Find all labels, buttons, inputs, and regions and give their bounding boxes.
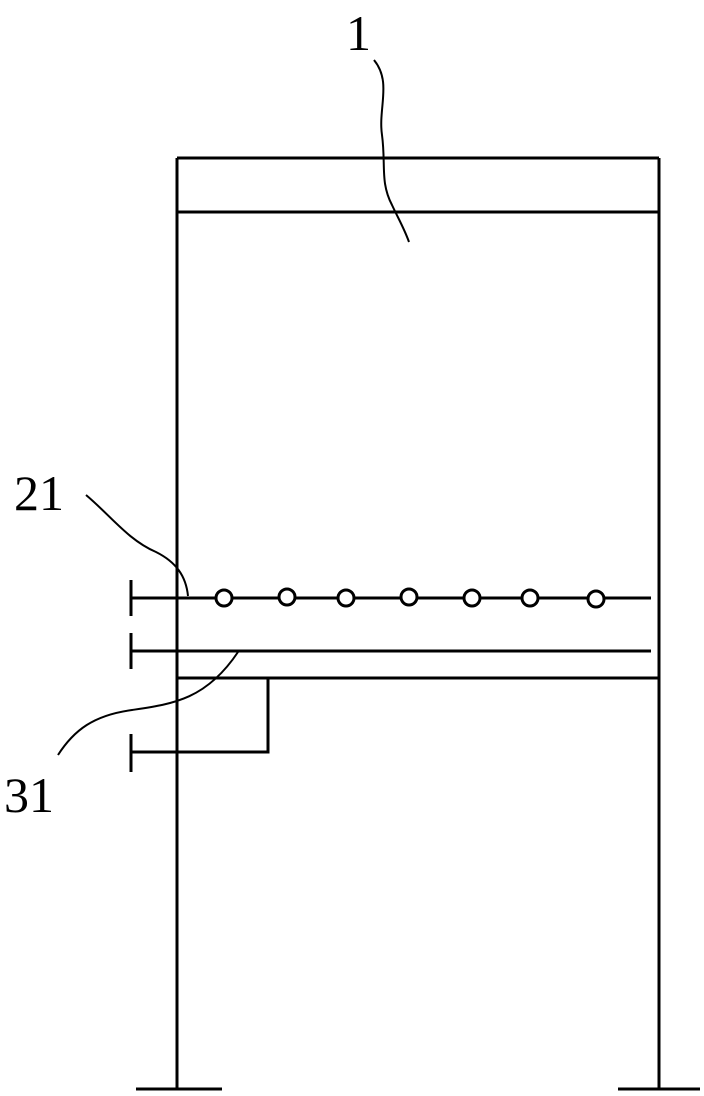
- nozzle: [462, 588, 482, 608]
- nozzle: [214, 588, 234, 608]
- label-31: 31: [4, 767, 54, 823]
- outlet-pipe-line: [131, 678, 270, 754]
- nozzle: [277, 587, 297, 607]
- leader-line-1: [373, 59, 410, 243]
- label-1: 1: [346, 5, 371, 61]
- nozzle: [520, 588, 540, 608]
- nozzle: [586, 589, 606, 609]
- outlet-pipe: [129, 678, 270, 772]
- leader-line-31: [57, 651, 239, 756]
- lower-pipe: [129, 633, 651, 669]
- upper-pipe: [129, 580, 651, 616]
- nozzle: [399, 587, 419, 607]
- leader-line-21: [85, 494, 189, 597]
- nozzle: [336, 588, 356, 608]
- label-21: 21: [14, 465, 64, 521]
- frame: [136, 156, 700, 1091]
